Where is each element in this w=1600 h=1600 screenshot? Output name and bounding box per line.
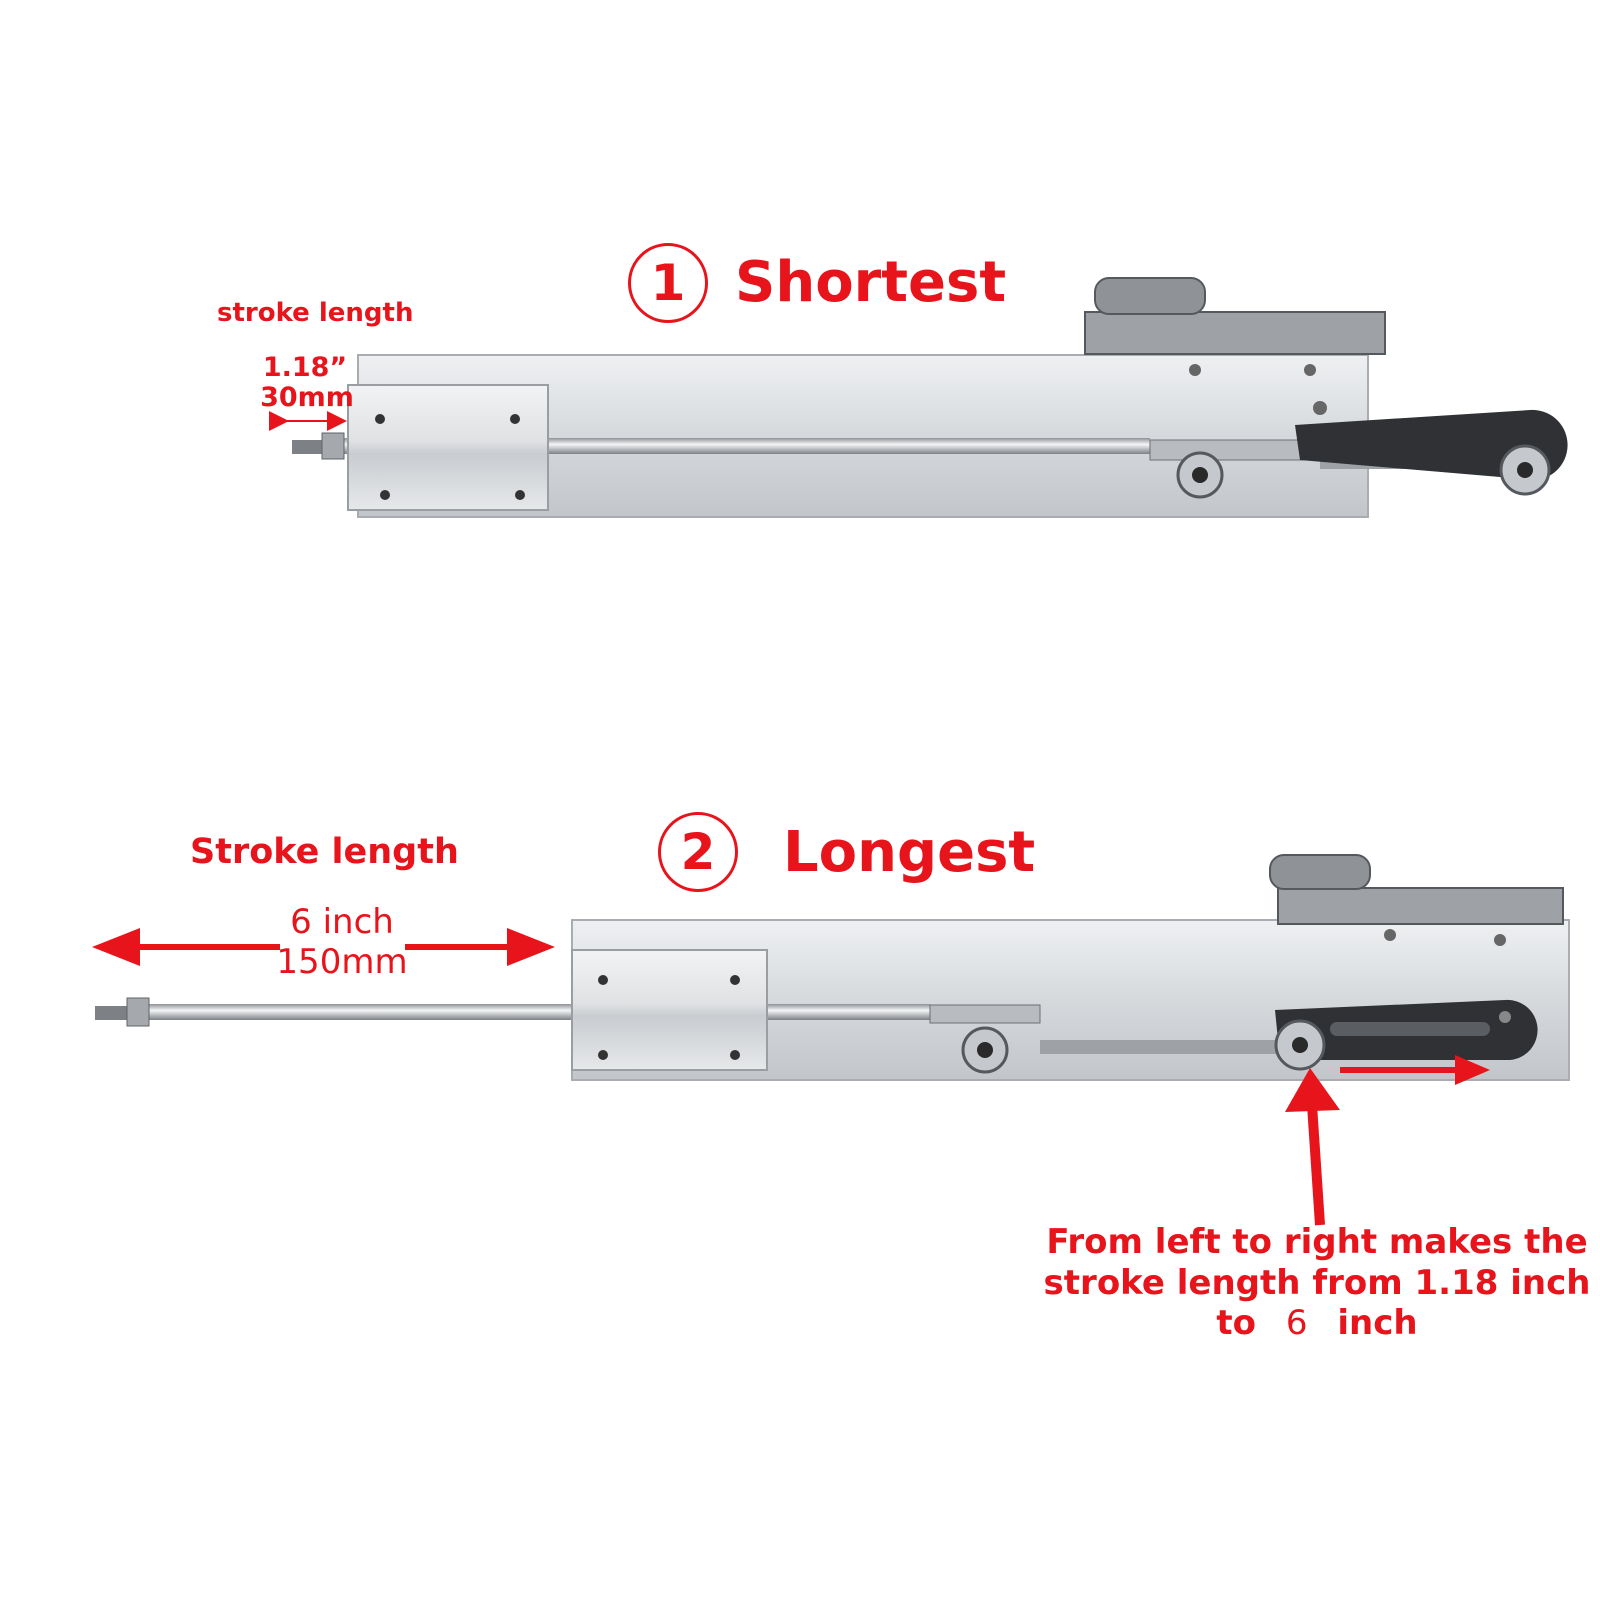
step-1-number: 1 (650, 254, 686, 312)
rod-nut (126, 997, 150, 1027)
step-2-number: 2 (680, 823, 716, 881)
stroke-inch-short: 1.18” (262, 352, 348, 383)
rod-thread (95, 1006, 133, 1020)
piston-rod (130, 1004, 930, 1020)
threaded-link (1040, 1040, 1280, 1054)
note-line-3: to 6 inch (1216, 1306, 1417, 1340)
actuator-shortest (292, 277, 1568, 518)
longest-title: Longest (783, 820, 1036, 885)
slide-block (347, 384, 549, 511)
shortest-title: Shortest (735, 250, 1007, 315)
rod-nut (321, 432, 345, 460)
crank-arm (1295, 409, 1568, 480)
stroke-mm-long: 150mm (276, 942, 408, 982)
gearbox (1084, 311, 1386, 355)
gearbox (1277, 887, 1564, 925)
stroke-length-label-short: stroke length (217, 298, 414, 328)
note-six: 6 (1285, 1303, 1308, 1343)
note-to: to (1216, 1303, 1257, 1343)
stroke-mm-short: 30mm (260, 382, 354, 413)
slide-block (571, 949, 768, 1071)
crank-slot (1330, 1022, 1490, 1036)
note-line-1: From left to right makes the (1046, 1222, 1588, 1262)
pointer-arrow (1285, 1068, 1340, 1226)
linkage-rod (929, 1004, 1041, 1024)
note-inch: inch (1337, 1303, 1418, 1343)
step-2-badge: 2 (658, 812, 738, 892)
stroke-arrows-long (92, 928, 555, 966)
motor (1094, 277, 1206, 315)
step-1-badge: 1 (628, 243, 708, 323)
stroke-length-label-long: Stroke length (190, 832, 459, 872)
motor (1269, 854, 1371, 890)
note-line-2: stroke length from 1.18 inch (1043, 1263, 1591, 1303)
actuator-longest (95, 854, 1570, 1081)
linkage-rod (1149, 439, 1321, 461)
direction-arrow (1340, 1055, 1490, 1085)
stroke-inch-long: 6 inch (290, 902, 394, 942)
